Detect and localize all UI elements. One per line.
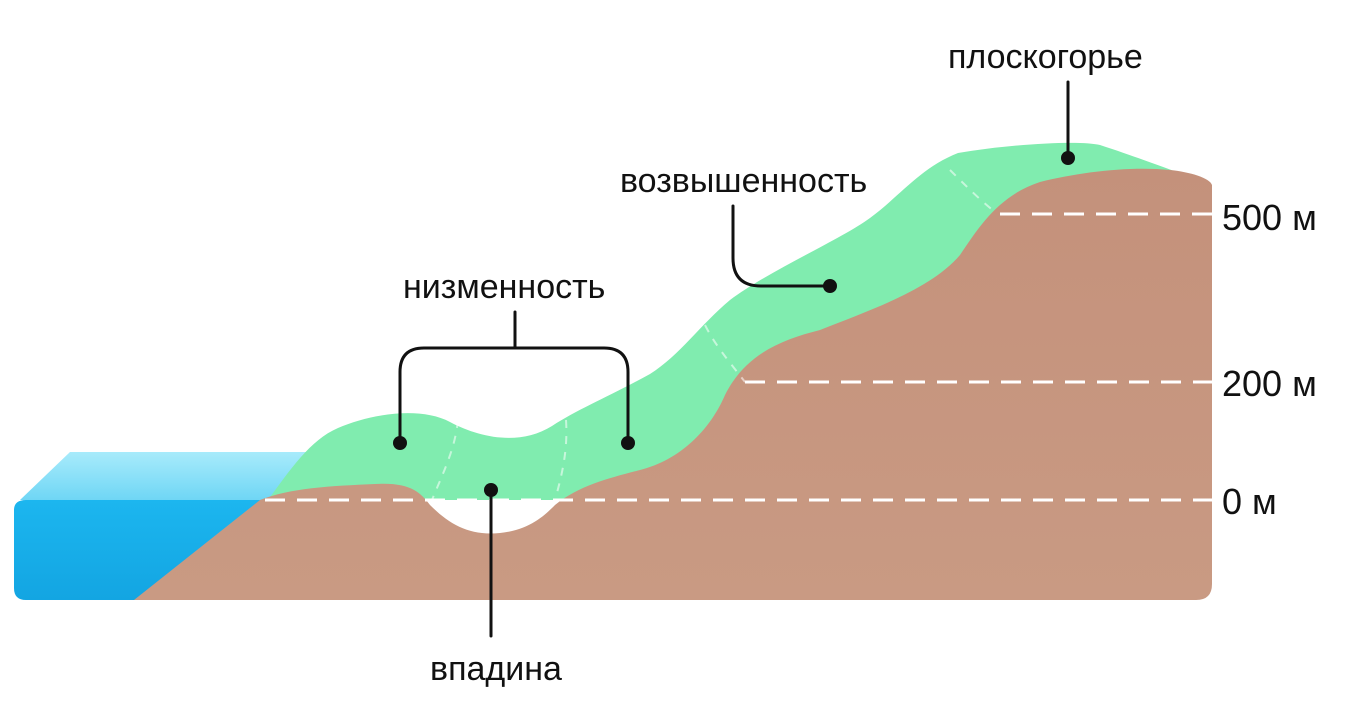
lowland-marker-left <box>393 436 407 450</box>
depression-label: впадина <box>430 650 562 688</box>
lowland-marker-right <box>621 436 635 450</box>
height-label-200: 200 м <box>1222 363 1317 404</box>
upland-label: возвышенность <box>620 162 867 200</box>
plateau-label: плоскогорье <box>948 38 1143 76</box>
height-label-0: 0 м <box>1222 481 1277 522</box>
height-label-500: 500 м <box>1222 197 1317 238</box>
plateau-marker <box>1061 151 1075 165</box>
upland-marker <box>823 279 837 293</box>
lowland-label: низменность <box>403 268 605 306</box>
